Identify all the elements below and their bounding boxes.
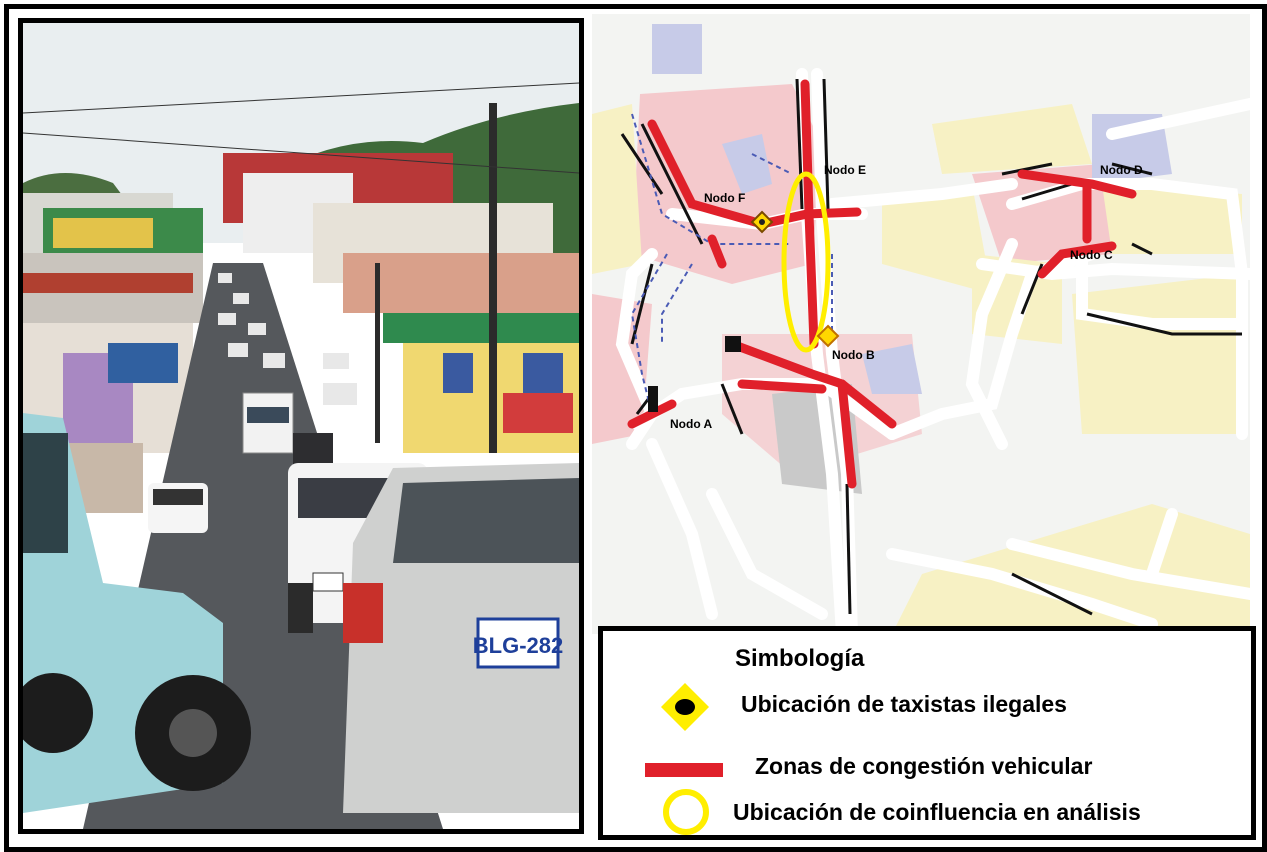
red-bar-icon [645, 763, 723, 777]
congestion-map: Nodo E Nodo F Nodo D Nodo C Nodo B Nodo … [592, 14, 1250, 634]
road-edges [620, 78, 1242, 616]
taxi-marker-icon [750, 210, 774, 234]
legend-label-congestion: Zonas de congestión vehicular [755, 753, 1093, 779]
map-legend: Simbología Ubicación de taxistas ilegale… [598, 626, 1256, 840]
node-label-f: Nodo F [704, 191, 745, 205]
building-block [725, 336, 741, 352]
map-svg: Nodo E Nodo F Nodo D Nodo C Nodo B Nodo … [592, 14, 1250, 634]
legend-item-taxis: Ubicación de taxistas ilegales [603, 683, 1251, 731]
node-label-a: Nodo A [670, 417, 713, 431]
congestion-zones [627, 79, 1137, 489]
legend-item-congestion: Zonas de congestión vehicular [603, 745, 1251, 793]
road-network [615, 68, 1250, 634]
legend-label-taxis: Ubicación de taxistas ilegales [741, 691, 1067, 717]
node-label-e: Nodo E [824, 163, 866, 177]
diamond-marker-icon [661, 683, 709, 731]
building-block [648, 386, 658, 412]
node-label-c: Nodo C [1070, 248, 1113, 262]
node-label-b: Nodo B [832, 348, 875, 362]
yellow-circle-icon [663, 789, 709, 835]
analysis-ellipse [781, 171, 831, 353]
street-traffic-photo: BLG-282 [18, 18, 584, 834]
license-plate: BLG-282 [473, 633, 563, 658]
legend-item-analysis: Ubicación de coinfluencia en análisis [603, 789, 1251, 837]
taxi-marker-icon [816, 324, 840, 348]
node-label-d: Nodo D [1100, 163, 1143, 177]
legend-label-analysis: Ubicación de coinfluencia en análisis [733, 799, 1141, 825]
photo-illustration: BLG-282 [23, 23, 579, 829]
legend-title: Simbología [735, 645, 865, 672]
